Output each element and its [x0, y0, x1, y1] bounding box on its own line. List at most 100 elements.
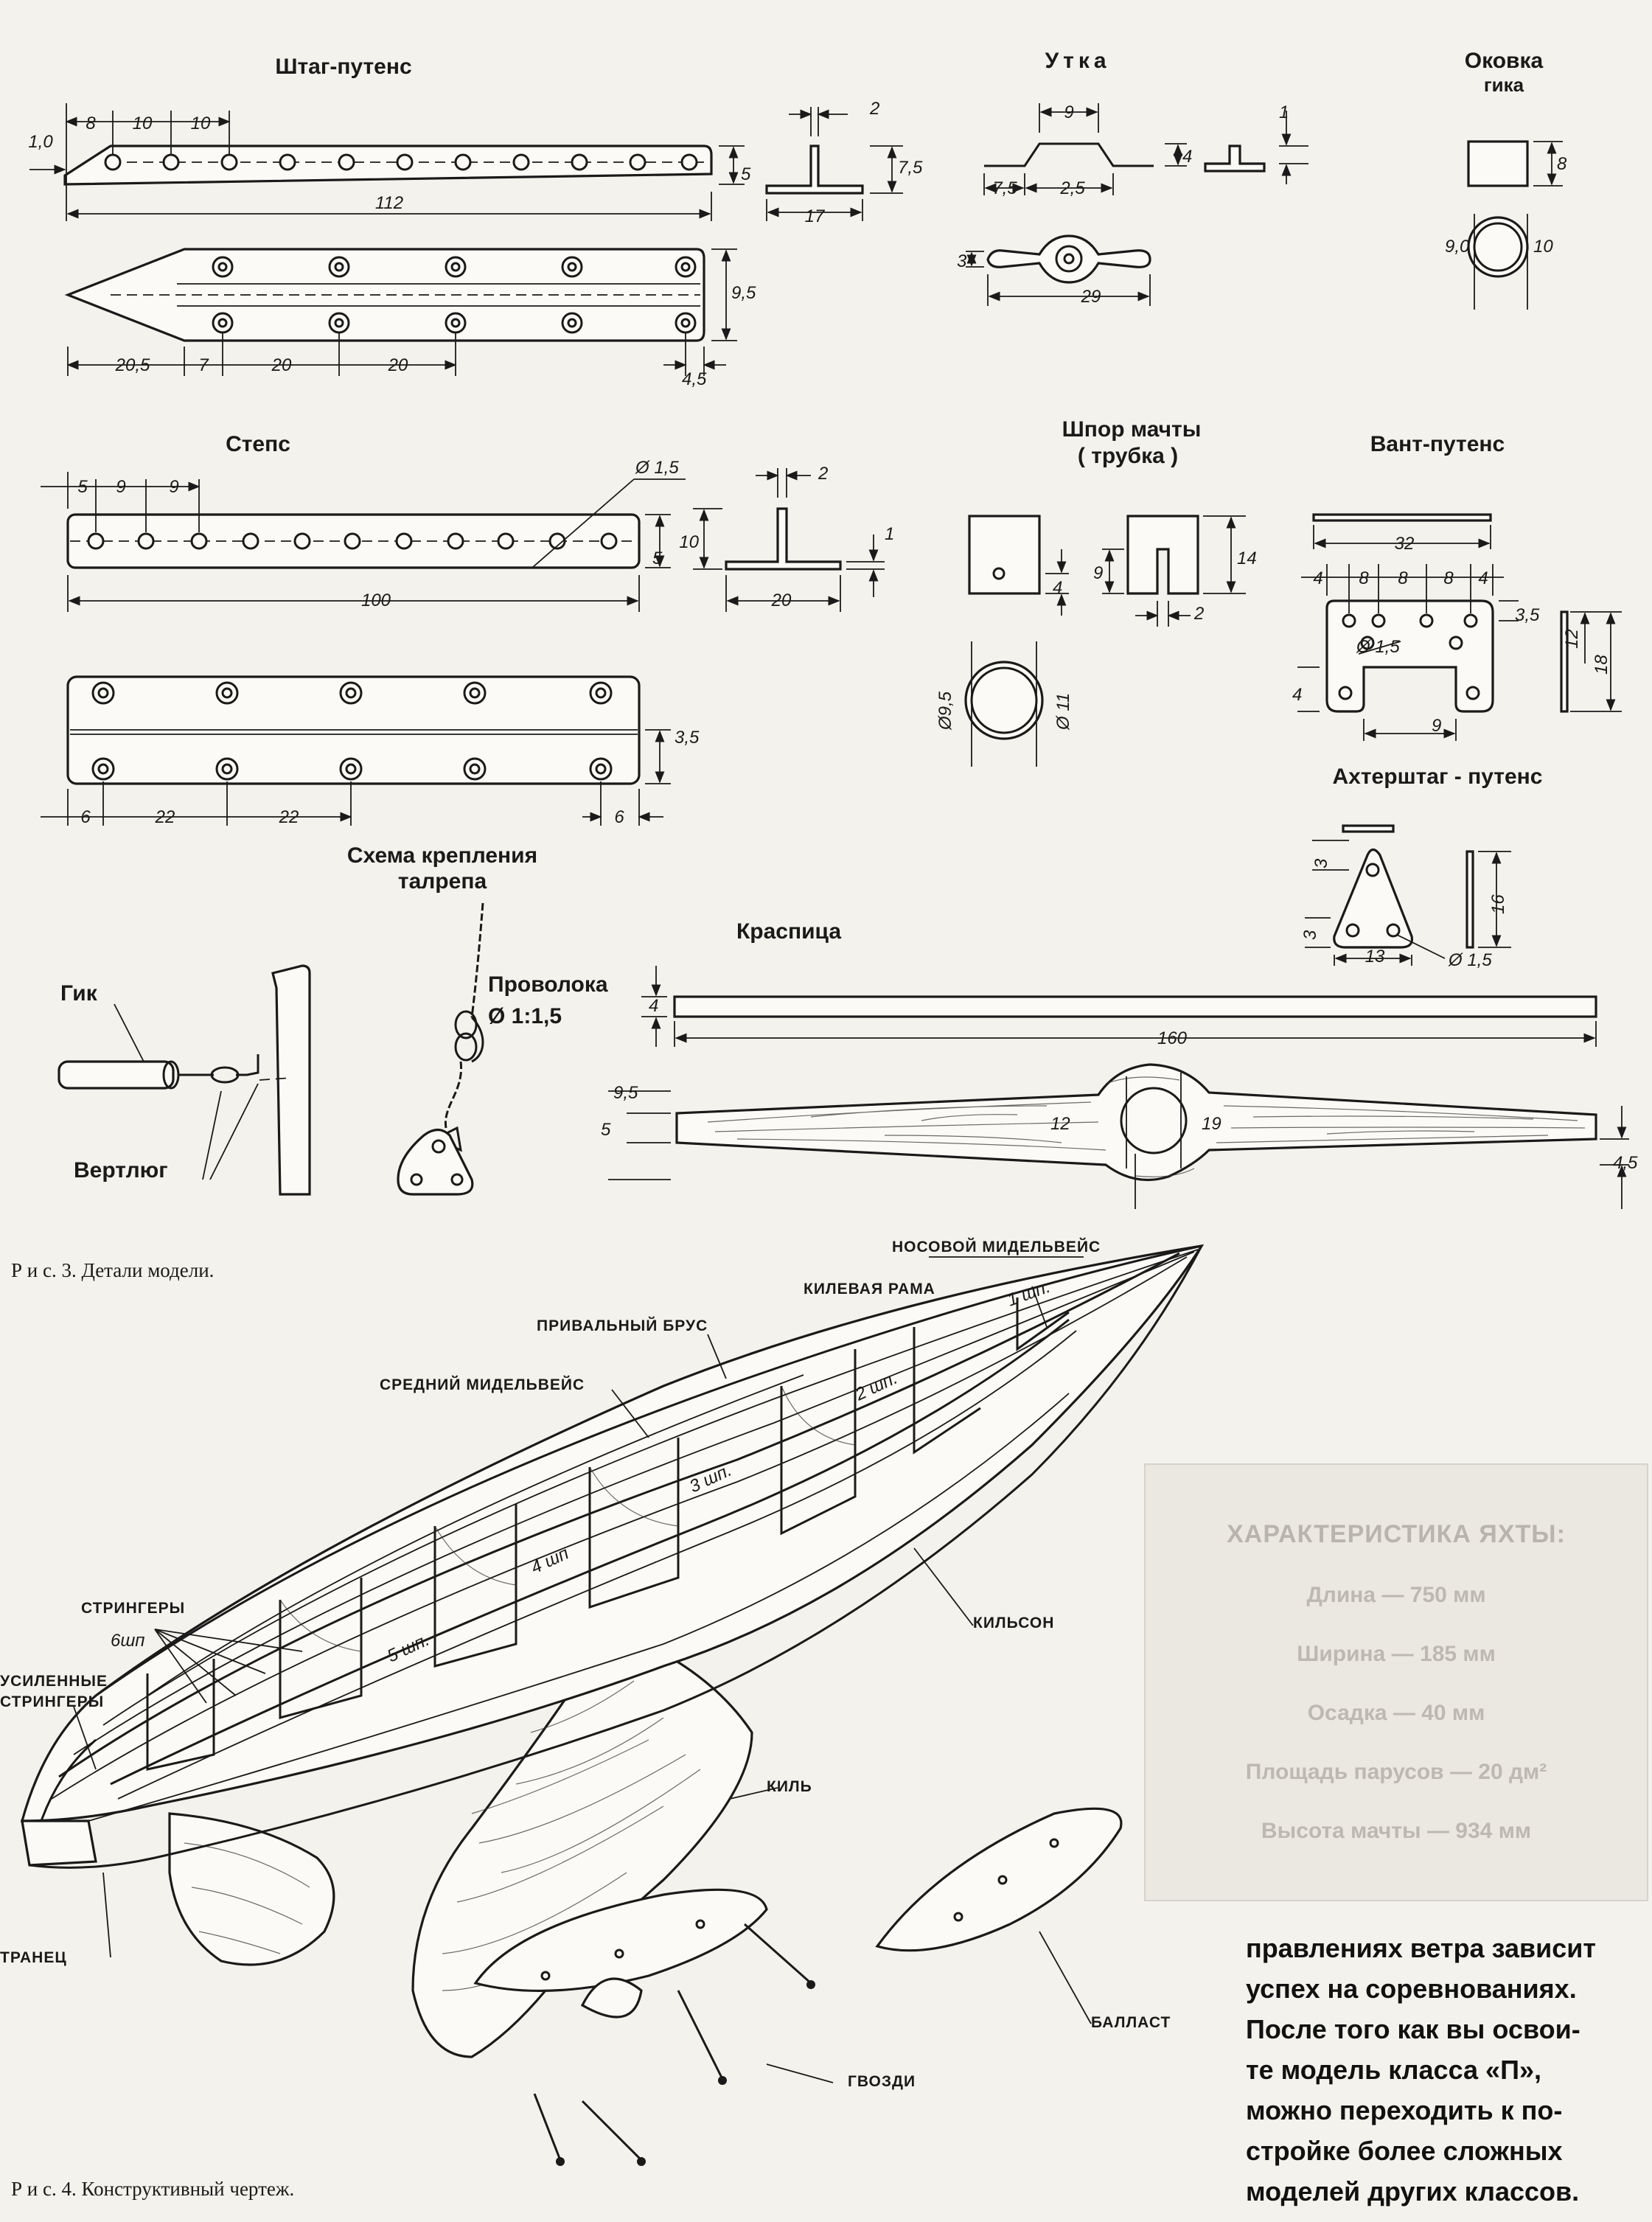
utka-dim-3: 3 [957, 251, 967, 271]
article-line: те модель класса «П», [1246, 2055, 1541, 2085]
vant-dim-8c: 8 [1443, 568, 1454, 588]
krasp-dim-4: 4 [649, 996, 658, 1016]
akhter-dim-13: 13 [1365, 947, 1385, 967]
krasp-dim-160: 160 [1157, 1028, 1188, 1048]
vant-title: Вант-путенс [1370, 432, 1505, 456]
vant-dim-4b: 4 [1478, 568, 1488, 588]
dim-7: 7 [198, 355, 209, 375]
shpor-dim-2: 2 [1193, 604, 1204, 624]
okovka-dim-10: 10 [1533, 237, 1553, 257]
specs-sail-area: Площадь парусов — 20 дм² [1245, 1760, 1547, 1784]
steps-title: Степс [226, 432, 290, 456]
dim-10b: 10 [191, 114, 211, 133]
gik-label: Гик [60, 981, 98, 1006]
okovka-gika-part: Оковка гика 8 9,0 10 [1445, 49, 1567, 310]
shpor-dim-4: 4 [1053, 578, 1062, 598]
utka-dim-9: 9 [1064, 102, 1073, 122]
akhtershtag-putens-part: Ахтерштаг - путенс 3 16 3 13 Ø 1,5 [1300, 765, 1542, 970]
vant-dim-32: 32 [1395, 534, 1415, 554]
krasp-dim-12: 12 [1050, 1114, 1070, 1134]
shpor-dim-9: 9 [1093, 563, 1103, 583]
dim-2: 2 [869, 99, 879, 119]
utka-dim-7-5: 7,5 [992, 178, 1017, 198]
vant-dim-18: 18 [1592, 655, 1611, 675]
talrep-wire-2: Ø 1:1,5 [488, 1004, 562, 1028]
utka-dim-1: 1 [1279, 102, 1289, 122]
label-kilson: КИЛЬСОН [973, 1615, 1054, 1631]
shtag-putens-part: Штаг-путенс 8 10 10 1,0 5 112 [28, 55, 923, 389]
article-line: После того как вы освои- [1246, 2014, 1580, 2044]
talrep-title-2: талрепа [398, 869, 487, 894]
steps-dim-100: 100 [361, 591, 391, 610]
label-prival: ПРИВАЛЬНЫЙ БРУС [537, 1317, 708, 1334]
steps-dim-2: 2 [818, 464, 828, 484]
shpor-title-1: Шпор мачты [1062, 417, 1202, 442]
okovka-dim-8: 8 [1557, 154, 1567, 174]
steps-dim-5a: 5 [77, 477, 88, 497]
steps-dim-22a: 22 [155, 807, 175, 827]
shpor-dim-9-5: Ø9,5 [935, 691, 955, 731]
specs-length: Длина — 750 мм [1306, 1583, 1486, 1607]
talrep-scheme: Схема крепления талрепа Проволока Ø 1:1,… [347, 843, 608, 1196]
akhter-dim-dia: Ø 1,5 [1448, 950, 1492, 970]
shpor-title-2: ( трубка ) [1078, 444, 1178, 468]
dim-4-5: 4,5 [682, 369, 707, 389]
steps-dim-9a: 9 [116, 477, 125, 497]
vant-dim-4c: 4 [1292, 685, 1302, 705]
vant-dim-4a: 4 [1313, 568, 1322, 588]
steps-dim-22b: 22 [279, 807, 299, 827]
akhter-title: Ахтерштаг - путенс [1333, 765, 1543, 789]
vant-dim-dia: Ø 1,5 [1356, 637, 1400, 657]
dim-1-0: 1,0 [28, 132, 53, 152]
caption-fig3: Р и с. 3. Детали модели. [11, 1259, 214, 1281]
talrep-title-1: Схема крепления [347, 843, 537, 868]
caption-fig4: Р и с. 4. Конструктивный чертеж. [11, 2178, 294, 2200]
gik-vertlyug-scheme: Гик Вертлюг [57, 964, 311, 1196]
vant-dim-8a: 8 [1359, 568, 1369, 588]
label-nos-midel: НОСОВОЙ МИДЕЛЬВЕЙС [892, 1238, 1101, 1255]
talrep-wire-1: Проволока [488, 972, 608, 997]
dim-7-5: 7,5 [898, 158, 923, 178]
steps-dim-6a: 6 [80, 807, 91, 827]
krasp-dim-4-5: 4,5 [1613, 1153, 1638, 1173]
steps-dim-1: 1 [885, 524, 894, 544]
krasp-dim-5: 5 [601, 1120, 611, 1140]
label-sredn-midel: СРЕДНИЙ МИДЕЛЬВЕЙС [380, 1376, 585, 1393]
akhter-dim-3a: 3 [1311, 858, 1331, 868]
vant-putens-part: Вант-путенс 32 4 8 8 8 4 3,5 Ø 1,5 [1292, 432, 1622, 741]
dim-112: 112 [375, 193, 403, 213]
dim-10a: 10 [133, 114, 153, 133]
specs-title: ХАРАКТЕРИСТИКА ЯХТЫ: [1227, 1520, 1566, 1548]
dim-20b: 20 [388, 355, 408, 375]
okovka-dim-9-0: 9,0 [1445, 237, 1470, 257]
shpor-machty-part: Шпор мачты ( трубка ) 4 9 14 2 Ø9,5 Ø 11 [935, 417, 1257, 767]
vant-dim-3-5: 3,5 [1515, 605, 1540, 625]
krasp-dim-19: 19 [1202, 1114, 1221, 1134]
dim-17: 17 [805, 206, 826, 226]
yacht-specs-box: ХАРАКТЕРИСТИКА ЯХТЫ: Длина — 750 мм Шири… [1144, 1463, 1648, 1901]
article-line: моделей других классов. [1246, 2176, 1580, 2207]
label-kil-rama: КИЛЕВАЯ РАМА [804, 1281, 935, 1298]
specs-width: Ширина — 185 мм [1297, 1642, 1496, 1666]
steps-part: Степс 5 9 9 Ø 1,5 5 100 2 [41, 432, 894, 827]
steps-dim-3-5: 3,5 [675, 728, 700, 748]
article-line: стройке более сложных [1246, 2136, 1563, 2166]
vant-dim-12: 12 [1562, 629, 1582, 649]
steps-dim-6b: 6 [614, 807, 624, 827]
shpor-dim-14: 14 [1237, 548, 1257, 568]
krasp-title: Краспица [736, 919, 841, 944]
steps-dim-9b: 9 [169, 477, 178, 497]
article-line: успех на соревнованиях. [1246, 1974, 1577, 2004]
label-usil-1: УСИЛЕННЫЕ [0, 1673, 108, 1690]
dim-20a: 20 [271, 355, 292, 375]
utka-dim-2-5: 2,5 [1059, 178, 1085, 198]
utka-dim-29: 29 [1081, 287, 1101, 307]
steps-dim-dia: Ø 1,5 [635, 458, 679, 478]
specs-mast-height: Высота мачты — 934 мм [1261, 1819, 1532, 1843]
dim-8: 8 [86, 114, 96, 133]
label-usil-2: СТРИНГЕРЫ [0, 1693, 104, 1710]
okovka-title-2: гика [1484, 74, 1524, 96]
label-gvozdi: ГВОЗДИ [848, 2073, 916, 2090]
